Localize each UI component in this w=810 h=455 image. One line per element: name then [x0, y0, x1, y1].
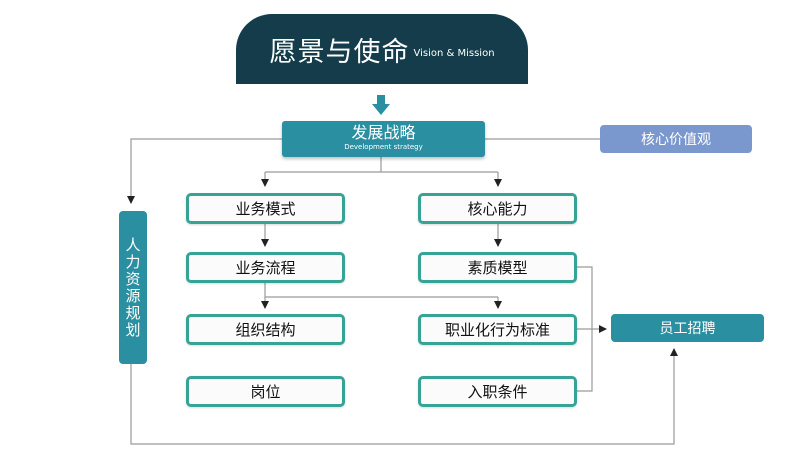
competency-model-node: 素质模型: [418, 252, 577, 283]
strategy-node: 发展战略 Development strategy: [282, 121, 485, 157]
entry-requirements-node: 入职条件: [418, 376, 577, 407]
hr-planning-label: 人力资源规划: [123, 236, 142, 339]
strategy-to-hr: [127, 138, 282, 204]
core-values-node: 核心价值观: [600, 125, 752, 153]
hr-planning-node: 人力资源规划: [119, 211, 147, 364]
vision-subtitle: Vision & Mission: [413, 47, 495, 59]
strategy-title: 发展战略: [351, 123, 416, 142]
org-structure-node: 组织结构: [186, 314, 345, 345]
vision-title: 愿景与使命: [269, 36, 410, 68]
business-process-node: 业务流程: [186, 252, 345, 283]
recruitment-node: 员工招聘: [611, 314, 764, 342]
vision-mission-header: 愿景与使命 Vision & Mission: [236, 14, 528, 84]
vision-to-strategy-arrow: [372, 95, 390, 115]
core-competency-node: 核心能力: [418, 193, 577, 224]
business-model-node: 业务模式: [186, 193, 345, 224]
behavior-standard-node: 职业化行为标准: [418, 314, 577, 345]
strategy-subtitle: Development strategy: [344, 143, 423, 151]
position-node: 岗位: [186, 376, 345, 407]
